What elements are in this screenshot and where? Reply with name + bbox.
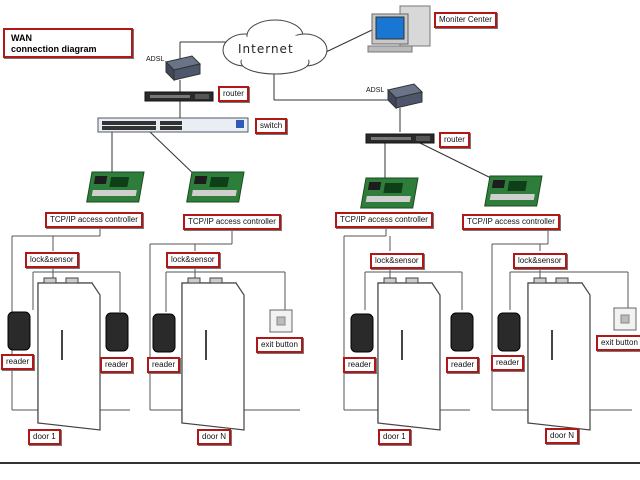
right-router-device	[365, 133, 435, 144]
left-router-label: router	[218, 86, 249, 102]
door-label-left-1: door 1	[28, 429, 61, 445]
left-adsl-label: ADSL	[146, 56, 165, 63]
diagram-title: WAN	[11, 33, 32, 43]
right-router-label: router	[439, 132, 470, 148]
right-adsl-label: ADSL	[366, 87, 385, 94]
left-adsl-modem-icon	[165, 55, 201, 82]
controller-label-left-2: TCP/IP access controller	[183, 214, 281, 230]
diagram-subtitle: connection diagram	[11, 44, 97, 54]
reader-label-3: reader	[147, 357, 181, 373]
door-label-right-1: door 1	[378, 429, 411, 445]
switch-device	[97, 117, 249, 133]
lock-sensor-label-right-1: lock&sensor	[370, 253, 424, 269]
door-label-right-n: door N	[545, 428, 580, 444]
exit-button-label-left: exit button	[256, 337, 303, 353]
reader-label-6: reader	[491, 355, 525, 371]
monitor-center-computer-icon	[367, 5, 431, 53]
lock-sensor-devices	[43, 277, 569, 284]
exit-button-devices	[269, 307, 637, 333]
internet-label: Internet	[238, 42, 294, 56]
reader-label-2: reader	[100, 357, 134, 373]
lock-sensor-label-left-2: lock&sensor	[166, 252, 220, 268]
left-router-device	[144, 91, 214, 102]
diagram-title-box: WAN connection diagram	[3, 28, 133, 58]
reader-label-1: reader	[1, 354, 35, 370]
door-wiring	[11, 228, 629, 410]
lock-sensor-label-left-1: lock&sensor	[25, 252, 79, 268]
door-label-left-n: door N	[197, 429, 232, 445]
monitor-center-label: Moniter Center	[434, 12, 497, 28]
reader-label-4: reader	[343, 357, 377, 373]
reader-label-5: reader	[446, 357, 480, 373]
controller-boards	[86, 171, 543, 209]
lock-sensor-label-right-2: lock&sensor	[513, 253, 567, 269]
right-adsl-modem-icon	[387, 83, 423, 110]
doors	[37, 282, 591, 431]
switch-label: switch	[255, 118, 288, 134]
controller-label-right-2: TCP/IP access controller	[462, 214, 560, 230]
controller-label-left-1: TCP/IP access controller	[45, 212, 143, 228]
controller-label-right-1: TCP/IP access controller	[335, 212, 433, 228]
exit-button-label-right: exit button	[596, 335, 640, 351]
reader-devices	[7, 311, 521, 353]
